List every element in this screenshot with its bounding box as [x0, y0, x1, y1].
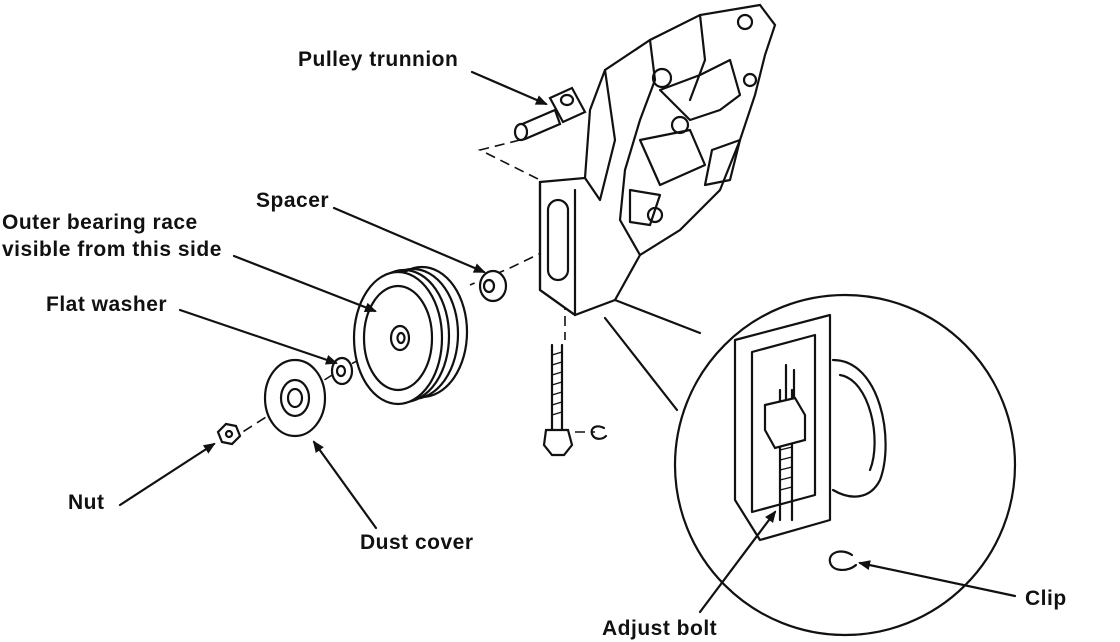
label-nut: Nut	[68, 491, 105, 514]
leader-arrows	[118, 70, 1017, 614]
clip-icon	[590, 425, 608, 440]
label-dust-cover: Dust cover	[360, 531, 474, 554]
pulley-icon	[352, 265, 469, 406]
label-pulley-trunnion: Pulley trunnion	[298, 48, 459, 71]
detail-magnifier-icon	[603, 293, 1017, 637]
adjust-bolt-icon	[542, 343, 574, 457]
label-clip: Clip	[1025, 587, 1067, 610]
pulley-trunnion-icon	[513, 86, 587, 142]
nut-icon	[216, 422, 242, 446]
label-outer-bearing-race: Outer bearing race	[2, 211, 198, 234]
label-spacer: Spacer	[256, 189, 330, 212]
label-flat-washer: Flat washer	[46, 293, 168, 316]
spacer-icon	[478, 269, 508, 303]
label-adjust-bolt: Adjust bolt	[602, 617, 718, 640]
bracket-icon	[538, 3, 777, 317]
dust-cover-icon	[263, 358, 327, 438]
label-outer-bearing-race-line2: visible from this side	[2, 238, 222, 261]
